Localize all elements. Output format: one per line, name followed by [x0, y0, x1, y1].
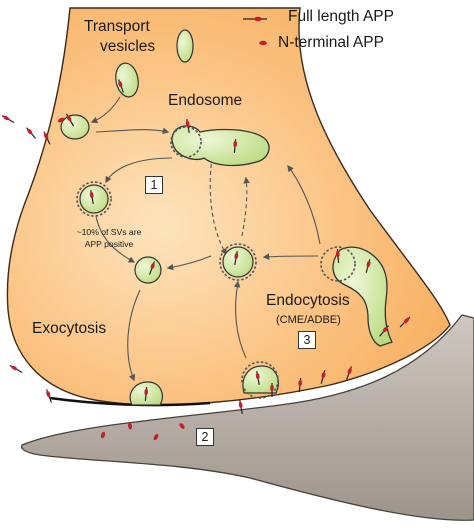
budding-vesicle: [241, 361, 279, 399]
marker-3: 3: [298, 331, 316, 349]
bulk-endocytosis: [320, 246, 393, 347]
sv-note-line2: APP positive: [84, 239, 134, 249]
fusing-vesicle: [129, 381, 163, 406]
coated-vesicle: [76, 181, 112, 217]
transport-vesicle: [60, 114, 90, 140]
transport-vesicle: [176, 29, 194, 63]
endocytic-vesicle: [219, 243, 257, 281]
legend-n-terminal-label: N-terminal APP: [278, 34, 384, 51]
legend-full-length-label: Full length APP: [288, 8, 394, 25]
legend-n-terminal-icon: [259, 40, 267, 46]
transport-vesicles-label-line1: Transport: [84, 18, 150, 35]
endocytosis-sublabel: (CME/ADBE): [276, 314, 341, 326]
legend-full-length-icon: [243, 16, 267, 22]
exocytosis-label: Exocytosis: [32, 320, 107, 337]
synaptic-vesicle: [134, 256, 162, 284]
presynaptic-terminal: [6, 7, 451, 406]
sv-note-line1: ~10% of SVs are: [76, 227, 142, 237]
postsynaptic-terminal: [20, 314, 474, 521]
endosome: [170, 118, 270, 167]
marker-1: 1: [145, 176, 163, 194]
active-zone: [49, 396, 211, 407]
transport-vesicles-label-line2: vesicles: [100, 38, 156, 55]
endosome-label: Endosome: [168, 92, 243, 109]
endocytosis-label: Endocytosis: [266, 292, 350, 309]
marker-2: 2: [196, 428, 214, 446]
pathway-arrows: [90, 96, 321, 382]
